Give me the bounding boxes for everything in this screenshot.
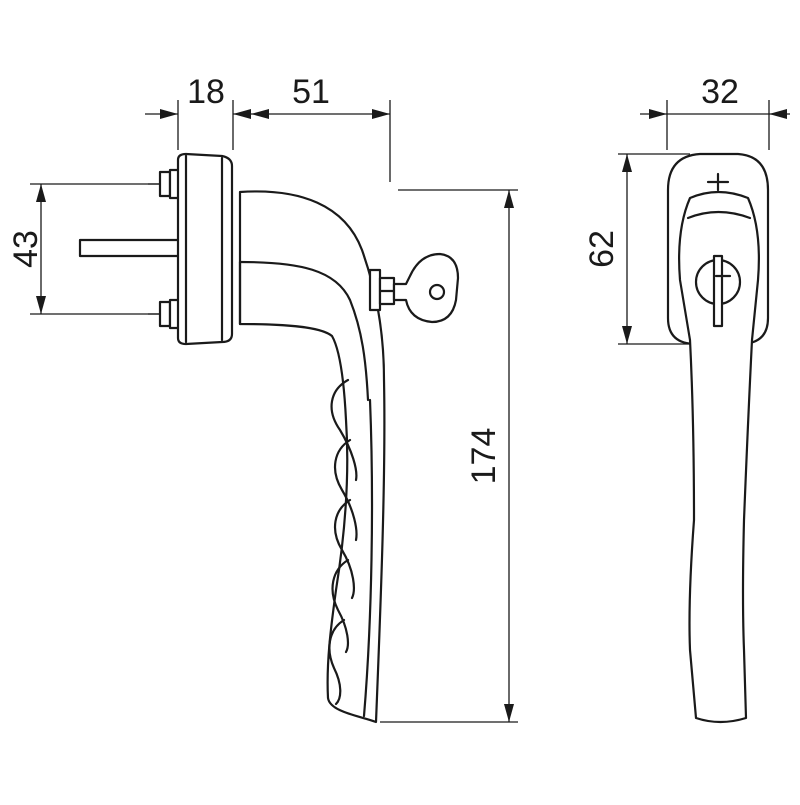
dimension-label-43: 43 (7, 230, 45, 268)
dimension-51: 51 (233, 73, 390, 119)
side-view: 18 51 43 174 (7, 73, 518, 724)
rose-plate (176, 152, 234, 346)
dimension-label-174: 174 (465, 428, 503, 485)
dimension-32: 32 (640, 73, 790, 150)
handle-front (678, 172, 760, 724)
dimension-label-62: 62 (583, 230, 621, 268)
dimension-label-51: 51 (292, 73, 330, 111)
dimension-62: 62 (583, 153, 690, 345)
key (368, 252, 460, 324)
dimension-label-18: 18 (187, 73, 225, 111)
screw-top (148, 168, 182, 200)
front-view: 32 62 (583, 73, 790, 724)
spindle (78, 238, 182, 258)
handle-body (238, 190, 386, 724)
dimension-174: 174 (380, 189, 518, 723)
dimension-label-32: 32 (701, 73, 739, 111)
dimension-18: 18 (145, 73, 251, 119)
dimension-43: 43 (7, 183, 160, 315)
key-front (712, 254, 724, 328)
screw-bottom (148, 298, 182, 330)
